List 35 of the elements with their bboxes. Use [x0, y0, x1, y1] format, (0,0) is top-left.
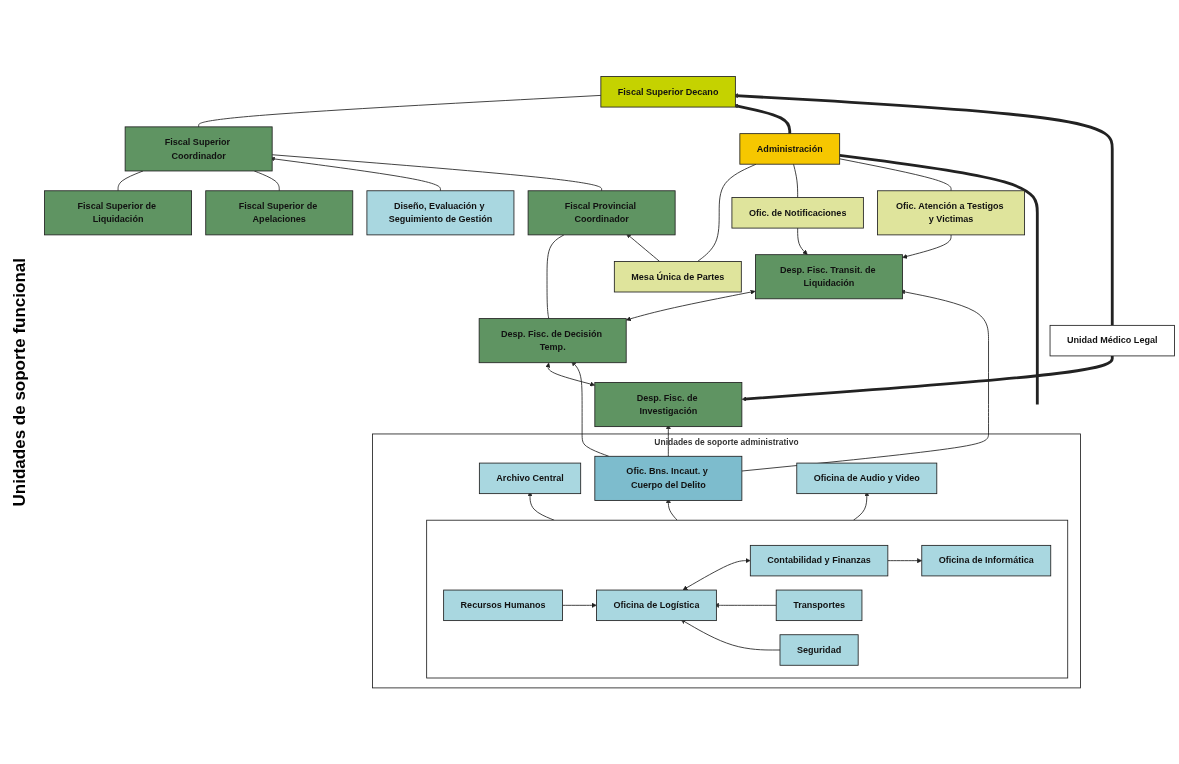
node-box: Transportes — [775, 589, 863, 621]
node-box: Mesa Única de Partes — [613, 260, 742, 293]
connector — [697, 163, 757, 262]
node-box: Ofic. de Notificaciones — [731, 196, 864, 229]
node-box: Oficina de Audio y Video — [796, 462, 938, 494]
node-box: Fiscal Superior Decano — [600, 75, 736, 108]
connector — [839, 153, 1039, 405]
node-box: Seguridad — [779, 634, 859, 666]
node-box: Fiscal Superior de Liquidación — [44, 190, 192, 236]
vertical-label: Unidades de soporte funcional — [10, 257, 30, 507]
arrow — [733, 93, 1114, 326]
node-box: Administración — [739, 133, 841, 165]
node-box: Fiscal Superior de Apelaciones — [205, 190, 354, 236]
node-box: Oficina de Informática — [921, 544, 1052, 577]
node-box: Ofic. Bns. Incaut. y Cuerpo del Delito — [594, 455, 743, 501]
node-box: Recursos Humanos — [443, 589, 563, 621]
node-box: Diseño, Evaluación y Seguimiento de Gestión — [366, 190, 515, 236]
node-box: Desp. Fisc. Transit. de Liquidación — [755, 254, 903, 299]
node-box: Contabilidad y Finanzas — [749, 544, 889, 577]
cluster — [426, 519, 1069, 679]
connector — [793, 163, 799, 198]
connector — [546, 234, 565, 319]
node-box: Archivo Central — [478, 462, 582, 494]
node-box: Unidad Médico Legal — [1049, 324, 1175, 357]
node-box: Oficina de Logística — [596, 589, 717, 621]
connector — [253, 170, 280, 191]
node-box: Fiscal Provincial Coordinador — [527, 190, 676, 236]
node-box: Desp. Fisc. de Investigación — [594, 381, 743, 427]
arrow — [733, 103, 792, 134]
node-box: Desp. Fisc. de Decisión Temp. — [478, 317, 627, 363]
connector — [198, 94, 602, 128]
node-box: Fiscal Superior Coordinador — [124, 126, 273, 172]
connector — [117, 170, 144, 191]
connector — [839, 158, 952, 191]
node-box: Ofic. Atención a Testigos y Victimas — [877, 190, 1025, 236]
